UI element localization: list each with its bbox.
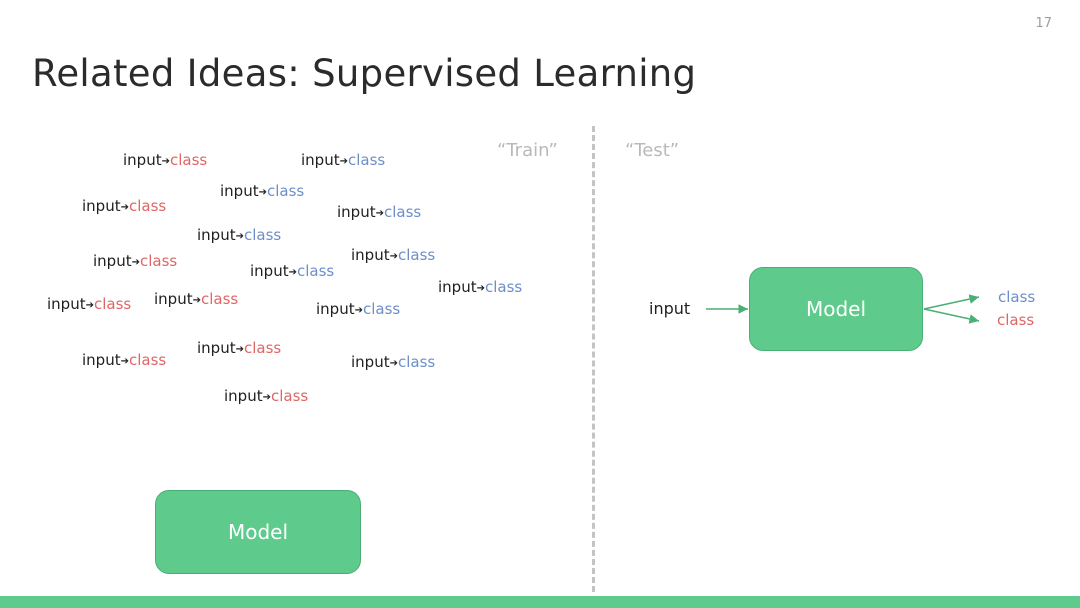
test-model-label: Model	[805, 297, 867, 321]
training-pair: input➔class	[197, 226, 281, 246]
pair-arrow-icon: ➔	[354, 305, 363, 316]
pair-class-text: class	[93, 295, 132, 313]
pair-arrow-icon: ➔	[161, 156, 170, 167]
pair-arrow-icon: ➔	[192, 295, 201, 306]
test-model-box: Model	[749, 267, 923, 351]
training-pair: input➔class	[82, 351, 166, 371]
pair-arrow-icon: ➔	[258, 187, 267, 198]
pair-class-text: class	[128, 351, 167, 369]
pair-arrow-icon: ➔	[288, 267, 297, 278]
bottom-accent-bar	[0, 596, 1080, 608]
pair-input-text: input	[316, 300, 355, 318]
pair-input-text: input	[250, 262, 289, 280]
pair-input-text: input	[351, 246, 390, 264]
pair-class-text: class	[397, 246, 436, 264]
pair-arrow-icon: ➔	[131, 257, 140, 268]
training-pair: input➔class	[220, 182, 304, 202]
training-pair: input➔class	[351, 246, 435, 266]
train-model-box: Model	[155, 490, 361, 574]
train-model-label: Model	[227, 520, 289, 544]
train-label: “Train”	[497, 140, 558, 161]
pair-class-text: class	[243, 226, 282, 244]
slide-title: Related Ideas: Supervised Learning	[32, 52, 697, 95]
training-pair: input➔class	[351, 353, 435, 373]
model-to-class-top-arrow	[923, 294, 980, 310]
pair-arrow-icon: ➔	[389, 251, 398, 262]
pair-class-text: class	[128, 197, 167, 215]
test-label: “Test”	[625, 140, 680, 161]
test-input-label: input	[649, 299, 691, 318]
pair-class-text: class	[169, 151, 208, 169]
training-pair: input➔class	[154, 290, 238, 310]
pair-arrow-icon: ➔	[85, 300, 94, 311]
pair-arrow-icon: ➔	[235, 231, 244, 242]
training-pair: input➔class	[316, 300, 400, 320]
pair-input-text: input	[82, 197, 121, 215]
pair-input-text: input	[301, 151, 340, 169]
model-to-class-bottom-arrow	[923, 308, 980, 324]
training-pair: input➔class	[123, 151, 207, 171]
pair-class-text: class	[296, 262, 335, 280]
pair-class-text: class	[139, 252, 178, 270]
pair-class-text: class	[243, 339, 282, 357]
pair-arrow-icon: ➔	[120, 202, 129, 213]
pair-input-text: input	[197, 339, 236, 357]
training-pair: input➔class	[224, 387, 308, 407]
pair-input-text: input	[438, 278, 477, 296]
training-pair: input➔class	[47, 295, 131, 315]
pair-class-text: class	[200, 290, 239, 308]
training-pair: input➔class	[301, 151, 385, 171]
pair-arrow-icon: ➔	[476, 283, 485, 294]
pair-input-text: input	[93, 252, 132, 270]
pair-input-text: input	[224, 387, 263, 405]
training-pair: input➔class	[337, 203, 421, 223]
pair-input-text: input	[351, 353, 390, 371]
pair-input-text: input	[82, 351, 121, 369]
pair-input-text: input	[123, 151, 162, 169]
training-pair: input➔class	[82, 197, 166, 217]
train-test-divider	[592, 126, 595, 592]
training-pair: input➔class	[197, 339, 281, 359]
pair-arrow-icon: ➔	[375, 208, 384, 219]
pair-input-text: input	[197, 226, 236, 244]
pair-class-text: class	[484, 278, 523, 296]
pair-class-text: class	[383, 203, 422, 221]
pair-class-text: class	[347, 151, 386, 169]
pair-class-text: class	[362, 300, 401, 318]
pair-input-text: input	[220, 182, 259, 200]
pair-arrow-icon: ➔	[235, 344, 244, 355]
training-pair: input➔class	[438, 278, 522, 298]
pair-arrow-icon: ➔	[339, 156, 348, 167]
pair-class-text: class	[266, 182, 305, 200]
pair-input-text: input	[154, 290, 193, 308]
training-pair: input➔class	[250, 262, 334, 282]
page-number: 17	[1035, 16, 1052, 31]
pair-class-text: class	[270, 387, 309, 405]
pair-arrow-icon: ➔	[262, 392, 271, 403]
pair-input-text: input	[47, 295, 86, 313]
test-output-class-red: class	[997, 311, 1035, 329]
pair-arrow-icon: ➔	[389, 358, 398, 369]
test-output-class-blue: class	[998, 288, 1036, 306]
pair-class-text: class	[397, 353, 436, 371]
pair-input-text: input	[337, 203, 376, 221]
pair-arrow-icon: ➔	[120, 356, 129, 367]
training-pair: input➔class	[93, 252, 177, 272]
